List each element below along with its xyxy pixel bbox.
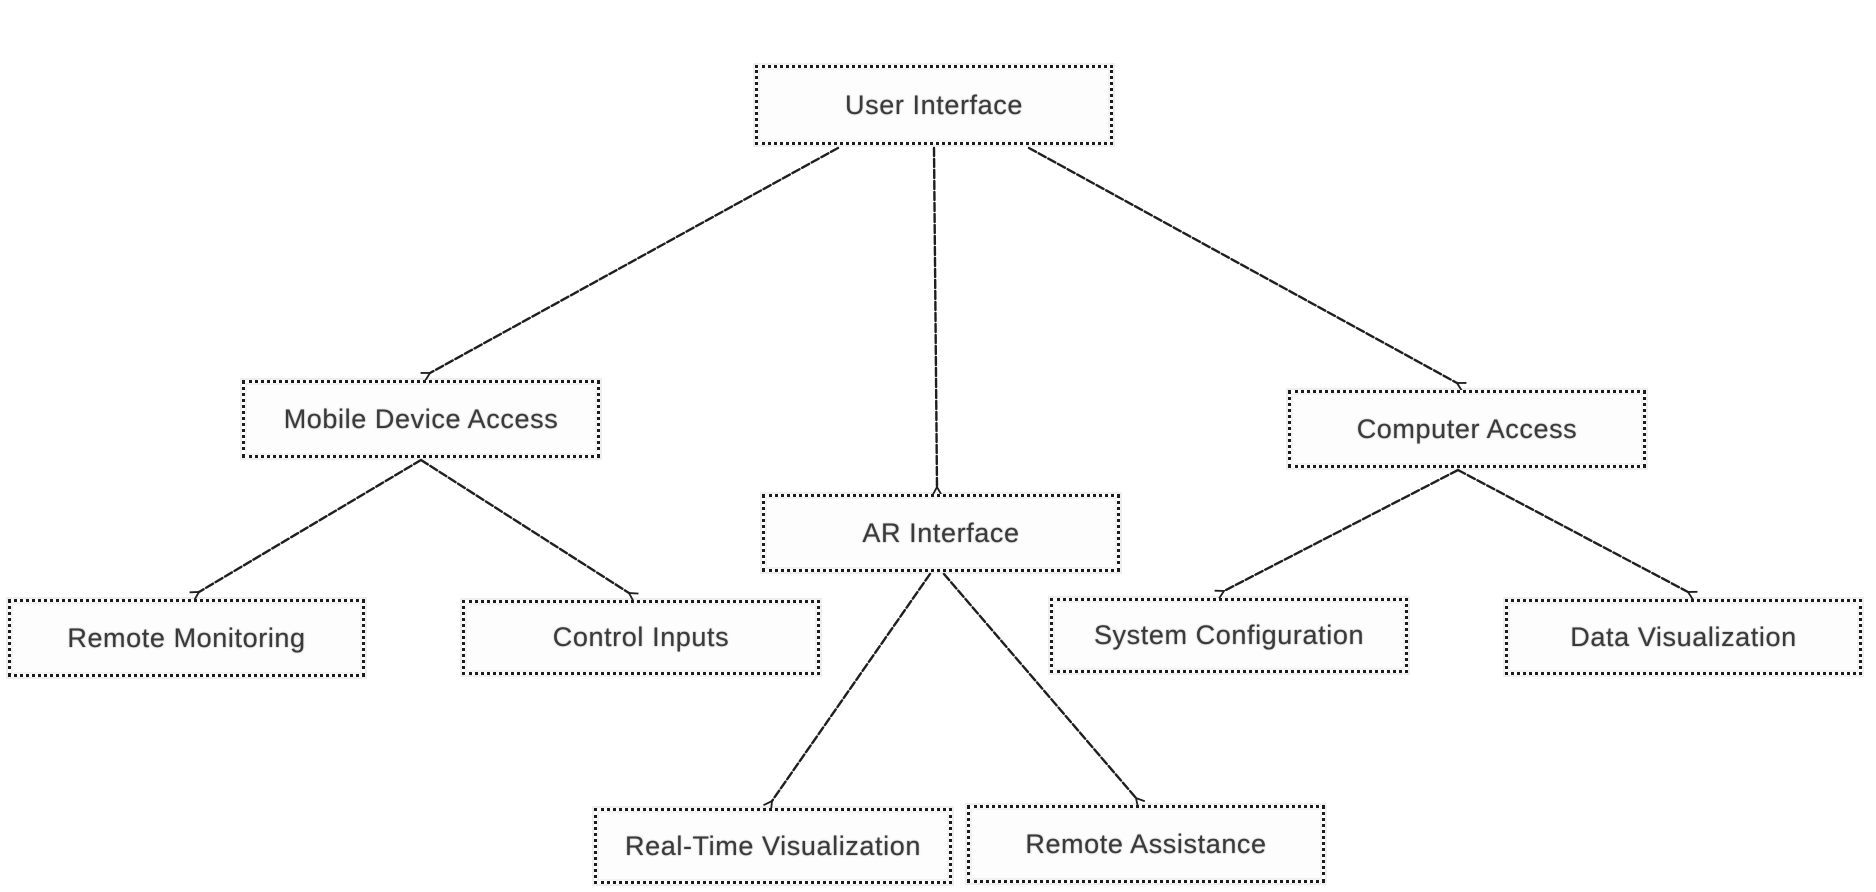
- node-label: System Configuration: [1093, 620, 1365, 650]
- node-label: Mobile Device Access: [283, 403, 559, 434]
- node-user-interface: User Interface: [755, 65, 1113, 145]
- node-ar-interface: AR Interface: [762, 494, 1120, 572]
- node-label: Data Visualization: [1570, 621, 1797, 652]
- edge-user-interface-to-computer-access: [1027, 146, 1457, 383]
- node-label: Remote Assistance: [1025, 828, 1267, 859]
- node-control-inputs: Control Inputs: [462, 600, 820, 675]
- node-real-time-visualization: Real-Time Visualization: [594, 808, 952, 884]
- node-label: AR Interface: [862, 517, 1020, 548]
- node-computer-access: Computer Access: [1288, 390, 1646, 468]
- node-label: User Interface: [845, 89, 1023, 120]
- edge-user-interface-to-ar-interface: [934, 146, 937, 487]
- node-data-visualization: Data Visualization: [1505, 599, 1862, 675]
- node-mobile-device-access: Mobile Device Access: [242, 380, 600, 458]
- edge-computer-access-to-data-visualization: [1456, 468, 1688, 592]
- node-label: Real-Time Visualization: [625, 830, 921, 861]
- edge-computer-access-to-system-configuration: [1224, 468, 1460, 591]
- node-label: Computer Access: [1356, 413, 1578, 444]
- node-remote-monitoring: Remote Monitoring: [8, 599, 365, 677]
- node-remote-assistance: Remote Assistance: [967, 805, 1325, 883]
- node-label: Control Inputs: [552, 622, 730, 652]
- edge-mobile-device-access-to-remote-monitoring: [199, 458, 423, 592]
- edge-user-interface-to-mobile-device-access: [430, 146, 840, 373]
- node-system-configuration: System Configuration: [1050, 598, 1408, 673]
- node-label: Remote Monitoring: [67, 622, 306, 653]
- edge-mobile-device-access-to-control-inputs: [419, 458, 629, 593]
